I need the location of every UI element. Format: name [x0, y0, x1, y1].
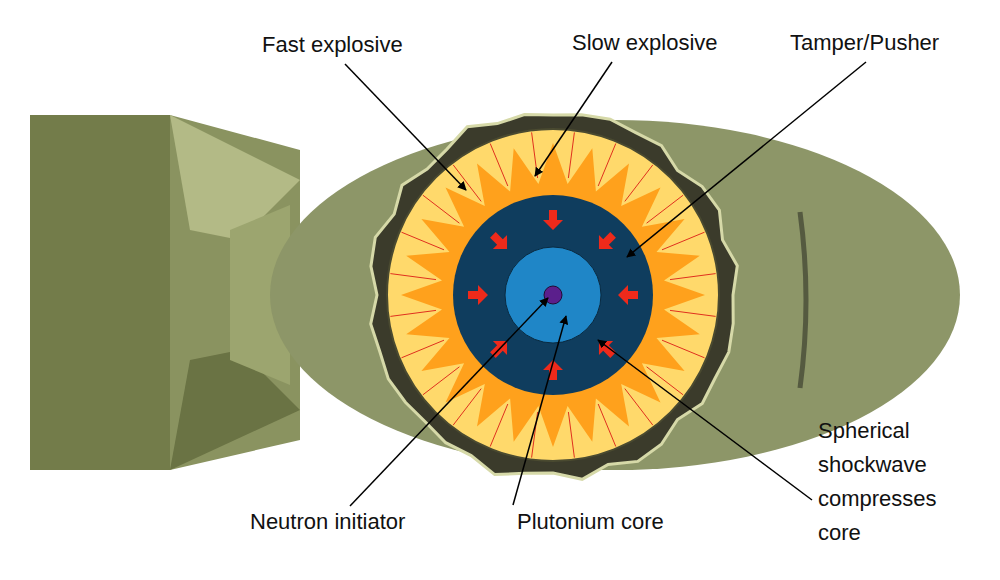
lens-line — [390, 310, 436, 316]
leader-line — [598, 340, 812, 500]
nose-seam — [800, 212, 806, 388]
lens-line — [568, 132, 574, 178]
compression-arrow — [543, 210, 563, 230]
slow-explosive — [401, 143, 705, 447]
lens-lines — [390, 132, 715, 457]
lens-line — [670, 310, 716, 316]
leader-line — [350, 298, 548, 506]
leader-line — [345, 64, 466, 190]
callout-label: Plutonium core — [517, 505, 717, 539]
cutaway-shell — [371, 115, 738, 480]
leader-line — [513, 316, 566, 505]
compression-arrow — [592, 334, 620, 362]
callout-label: Tamper/Pusher — [790, 26, 990, 60]
lens-line — [390, 274, 436, 280]
compression-arrow — [618, 285, 638, 305]
leader-line — [535, 62, 612, 176]
compression-arrow — [592, 228, 620, 256]
fast-explosive — [387, 129, 719, 461]
callout-label: Fast explosive — [262, 28, 482, 62]
compression-arrow — [486, 228, 514, 256]
lens-line — [532, 132, 538, 178]
neutron-initiator — [544, 286, 562, 304]
callout-label: Slow explosive — [572, 26, 772, 60]
lens-line — [568, 412, 574, 458]
bomb-body — [270, 120, 960, 470]
lens-line — [670, 274, 716, 280]
leader-line — [627, 62, 866, 257]
callout-label: Spherical shockwave compresses core — [818, 414, 966, 550]
compression-arrow — [468, 285, 488, 305]
callout-label: Neutron initiator — [250, 505, 460, 539]
tail-fin — [30, 115, 170, 470]
